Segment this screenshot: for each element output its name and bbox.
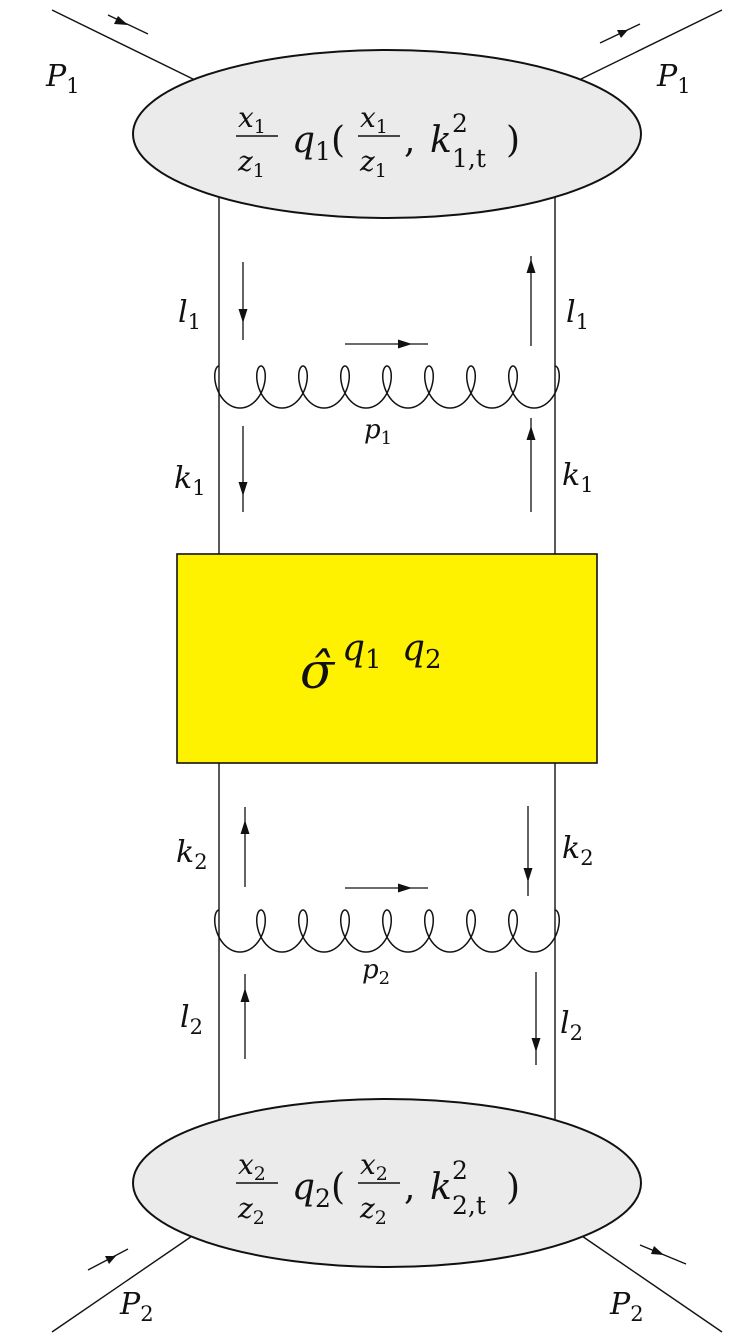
hadron-label-bottom-left: P2 xyxy=(119,1287,154,1326)
svg-text:x1: x1 xyxy=(238,101,266,138)
label-k2-left: k2 xyxy=(176,835,208,874)
gluon-arrow-p2 xyxy=(345,883,428,893)
gluon-p1 xyxy=(213,365,561,409)
svg-text:2,t: 2,t xyxy=(452,1191,486,1220)
gluon-p2 xyxy=(213,909,561,953)
hadron-line-top-left xyxy=(51,9,196,81)
hadron-arrow-bottom-right xyxy=(639,1244,687,1265)
svg-text:k: k xyxy=(430,1167,452,1208)
hadron-label-top-right: P1 xyxy=(656,59,691,98)
svg-text:z2: z2 xyxy=(237,1192,265,1229)
svg-text:z1: z1 xyxy=(359,145,387,182)
hard-box-label: σ̂ q1 q2 xyxy=(300,628,442,700)
arrow-l1-right xyxy=(526,256,536,346)
hard-scattering-box xyxy=(176,553,598,764)
svg-text:2: 2 xyxy=(452,1156,468,1185)
arrow-k2-right xyxy=(523,806,533,896)
gluon-arrow-p1 xyxy=(345,339,428,349)
hadron-arrow-top-right xyxy=(599,23,641,44)
hadron-label-top-left: P1 xyxy=(45,59,80,98)
hadron-arrow-top-left xyxy=(107,14,149,35)
svg-text:q1(: q1( xyxy=(292,120,345,166)
svg-text:): ) xyxy=(506,1167,520,1208)
svg-text:): ) xyxy=(506,120,520,161)
arrow-l2-right xyxy=(531,972,541,1065)
top-blob-formula: x1 z1 q1( x1 z1 , k 2 1,t ) xyxy=(236,101,520,182)
label-l1-right: l1 xyxy=(566,295,589,334)
svg-text:q2(: q2( xyxy=(292,1167,345,1213)
label-k1-left: k1 xyxy=(174,461,206,500)
svg-text:σ̂: σ̂ xyxy=(300,642,336,700)
svg-text:x1: x1 xyxy=(360,101,388,138)
svg-text:q1: q1 xyxy=(342,628,382,675)
svg-text:z1: z1 xyxy=(237,145,265,182)
top-pdf-blob xyxy=(132,49,642,219)
svg-text:,: , xyxy=(404,1167,415,1208)
svg-text:,: , xyxy=(404,120,415,161)
svg-text:2: 2 xyxy=(452,109,468,138)
bottom-blob-formula: x2 z2 q2( x2 z2 , k 2 2,t ) xyxy=(236,1148,520,1229)
svg-text:k: k xyxy=(430,120,452,161)
label-l1-left: l1 xyxy=(178,295,201,334)
hadron-line-bottom-right xyxy=(578,1233,723,1333)
label-l2-right: l2 xyxy=(560,1006,583,1045)
hadron-line-bottom-left xyxy=(51,1233,196,1333)
svg-text:x2: x2 xyxy=(360,1148,388,1185)
label-p2: p2 xyxy=(362,955,390,989)
arrow-k2-left xyxy=(240,807,250,887)
arrow-k1-left xyxy=(238,426,248,512)
label-k1-right: k1 xyxy=(562,458,594,497)
svg-text:1,t: 1,t xyxy=(452,144,486,173)
svg-text:z2: z2 xyxy=(359,1192,387,1229)
label-p1: p1 xyxy=(364,415,392,449)
svg-text:q2: q2 xyxy=(402,628,442,675)
hadron-arrow-bottom-left xyxy=(87,1248,129,1271)
svg-text:x2: x2 xyxy=(238,1148,266,1185)
hadron-label-bottom-right: P2 xyxy=(609,1287,644,1326)
label-l2-left: l2 xyxy=(180,1000,203,1039)
arrow-l2-left xyxy=(240,974,250,1059)
hadron-line-top-right xyxy=(578,9,723,81)
label-k2-right: k2 xyxy=(562,831,594,870)
arrow-k1-right xyxy=(526,418,536,512)
arrow-l1-left xyxy=(238,262,248,340)
